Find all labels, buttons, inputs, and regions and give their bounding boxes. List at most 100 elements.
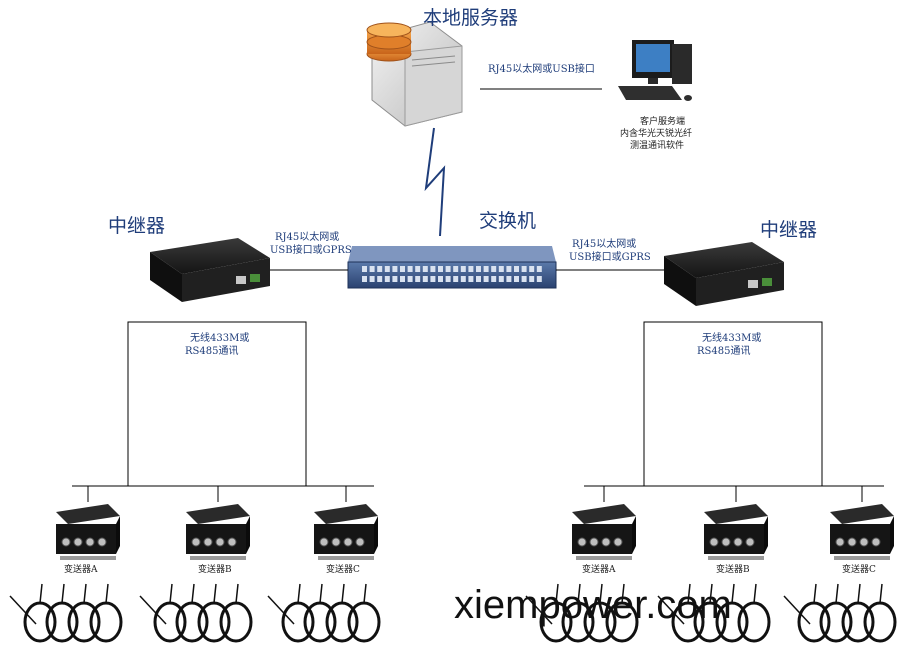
- transmitter-side: [632, 516, 636, 554]
- sensor-coil-group: [139, 583, 253, 643]
- fiber-lead: [169, 583, 173, 604]
- fiber-lead: [555, 583, 559, 604]
- left-repeater: 中继器: [108, 215, 270, 302]
- right-repeater-title: 中继器: [760, 219, 817, 241]
- transmitter-base: [60, 556, 116, 560]
- fiber-lead: [39, 583, 43, 604]
- left-link-label-2: USB接口或GPRS: [270, 243, 352, 256]
- switch-port: [521, 276, 527, 282]
- fiber-lead: [621, 583, 625, 604]
- switch-port: [384, 276, 390, 282]
- local-server: 本地服务器: [366, 7, 518, 127]
- transmitter-label-left-c: 变送器C: [326, 563, 360, 575]
- transmitter-base: [318, 556, 374, 560]
- sensor-coil-group: [9, 583, 123, 643]
- switch-port: [362, 276, 367, 282]
- switch-port: [392, 276, 398, 282]
- transmitter-device: [186, 504, 250, 560]
- switch-title: 交换机: [479, 210, 536, 232]
- server-title: 本地服务器: [423, 7, 518, 29]
- transmitter-side: [116, 516, 120, 554]
- transmitter-side: [246, 516, 250, 554]
- fiber-lead: [525, 595, 553, 625]
- transmitter-side: [764, 516, 768, 554]
- fiber-lead: [297, 583, 301, 604]
- switch-port: [407, 276, 413, 282]
- transmitter-connector: [613, 537, 623, 547]
- client-caption-line-1: 客户服务端: [640, 115, 685, 127]
- switch-port: [514, 276, 519, 282]
- transmitter-connector: [589, 537, 599, 547]
- transmitter-base: [834, 556, 890, 560]
- switch-port: [468, 266, 474, 272]
- transmitter-connector: [61, 537, 71, 547]
- right-link-label-1: RJ45以太网或: [572, 237, 636, 250]
- transmitter-top: [314, 504, 378, 524]
- client-caption-line-3: 测温通讯软件: [630, 139, 684, 151]
- fiber-lead: [139, 595, 167, 625]
- fiber-lead: [753, 583, 757, 604]
- transmitter-connector: [847, 537, 857, 547]
- transmitter-connector: [709, 537, 719, 547]
- switch-port: [362, 266, 367, 272]
- transmitter-label-left-a: 变送器A: [64, 563, 98, 575]
- keyboard-icon: [618, 86, 682, 100]
- transmitter-top: [56, 504, 120, 524]
- fiber-lead: [235, 583, 239, 604]
- wireless-link-icon: [424, 127, 446, 237]
- fiber-lead: [341, 583, 345, 604]
- fiber-coil-icon: [89, 601, 123, 643]
- transmitter-connector: [733, 537, 743, 547]
- fiber-lead: [319, 583, 323, 604]
- switch-port: [369, 266, 375, 272]
- left-comm-label-1: 无线433M或: [190, 331, 249, 344]
- switch-port: [453, 266, 459, 272]
- transmitter-connector: [745, 537, 755, 547]
- switch-port: [422, 276, 428, 282]
- right-comm-label-1: 无线433M或: [702, 331, 761, 344]
- switch-port: [506, 276, 512, 282]
- switch-port: [506, 266, 512, 272]
- transmitter-top: [830, 504, 894, 524]
- transmitter-label-right-c: 变送器C: [842, 563, 876, 575]
- transmitter-base: [576, 556, 632, 560]
- network-switch: 交换机: [347, 210, 557, 289]
- transmitter-connector: [577, 537, 587, 547]
- fiber-lead: [577, 583, 581, 604]
- transmitter-connector: [97, 537, 107, 547]
- transmitter-connector: [203, 537, 213, 547]
- transmitter-connector: [319, 537, 329, 547]
- transmitter-side: [890, 516, 894, 554]
- switch-port: [491, 276, 497, 282]
- transmitter-side: [374, 516, 378, 554]
- server-client-link-label: RJ45以太网或USB接口: [488, 62, 595, 75]
- fiber-lead: [657, 595, 685, 625]
- fiber-lead: [731, 583, 735, 604]
- left-repeater-title: 中继器: [108, 215, 165, 237]
- transmitter-connector: [191, 537, 201, 547]
- transmitter-device: [56, 504, 120, 560]
- fiber-lead: [687, 583, 691, 604]
- transmitter-connector: [331, 537, 341, 547]
- fiber-lead: [783, 595, 811, 625]
- switch-port: [468, 276, 474, 282]
- transmitter-base: [190, 556, 246, 560]
- switch-port: [407, 266, 413, 272]
- switch-port: [476, 266, 481, 272]
- fiber-lead: [105, 583, 109, 604]
- switch-port: [369, 276, 375, 282]
- fiber-lead: [363, 583, 367, 604]
- switch-port: [460, 276, 466, 282]
- switch-port: [536, 276, 542, 282]
- switch-port: [400, 266, 405, 272]
- fiber-coil-icon: [347, 601, 381, 643]
- right-repeater: 中继器: [664, 219, 817, 306]
- switch-port: [384, 266, 390, 272]
- fiber-coil-icon: [219, 601, 253, 643]
- transmitter-device: [314, 504, 378, 560]
- fiber-lead: [267, 595, 295, 625]
- mouse-icon: [684, 95, 692, 101]
- fiber-lead: [857, 583, 861, 604]
- switch-port: [483, 266, 489, 272]
- transmitter-device: [572, 504, 636, 560]
